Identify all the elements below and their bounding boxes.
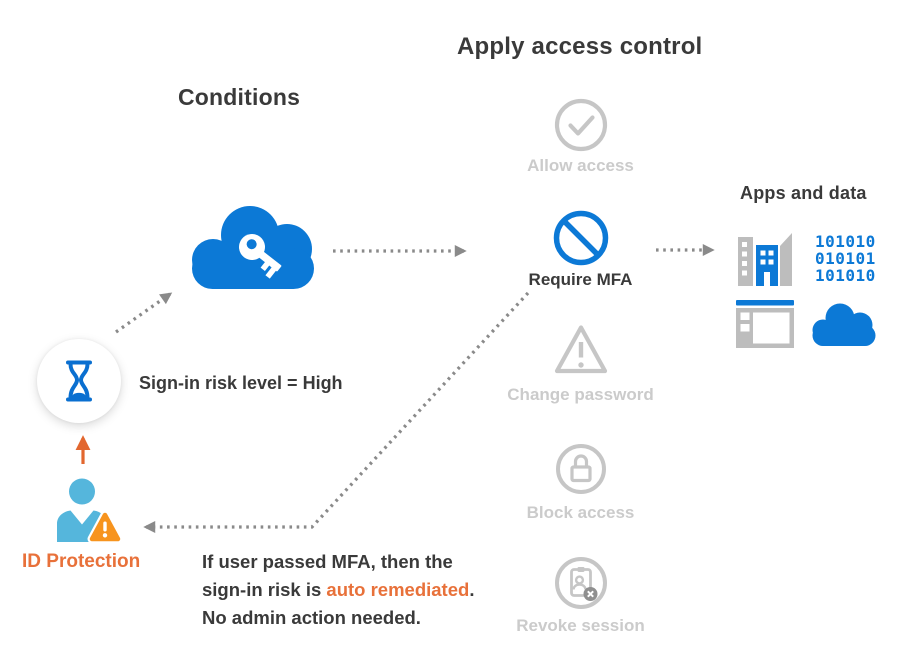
revoke-session-label: Revoke session (516, 616, 645, 635)
note-text: If user passed MFA, then the sign-in ris… (202, 548, 474, 632)
app-window-icon (736, 300, 794, 348)
binary-line: 101010 (815, 266, 876, 285)
cloud-icon (812, 303, 876, 346)
note-line-3: No admin action needed. (202, 607, 421, 628)
note-line-1: If user passed MFA, then the (202, 551, 453, 572)
require-mfa-label: Require MFA (528, 270, 633, 289)
hourglass-icon (66, 360, 92, 402)
apply-access-control-heading: Apply access control (457, 33, 703, 60)
binary-line: 101010 (815, 232, 876, 251)
person-warning-icon (57, 478, 123, 544)
revoke-session-icon (554, 557, 607, 609)
note-line-2-prefix: sign-in risk is (202, 579, 327, 600)
cloud-key-icon (192, 206, 314, 289)
warning-badge-icon (87, 510, 123, 544)
access-control-block-access: Block access (483, 443, 678, 523)
binary-line: 010101 (815, 249, 876, 268)
note-line-2-suffix: . (469, 579, 475, 600)
access-control-revoke-session: Revoke session (483, 556, 678, 636)
arrow-risk-to-cloud (115, 292, 173, 334)
arrow-mfa-to-id-protection (143, 291, 530, 533)
key-icon (239, 234, 282, 279)
access-control-allow-access: Allow access (483, 98, 678, 176)
apps-and-data-heading: Apps and data (740, 183, 867, 203)
check-circle-icon (554, 98, 607, 152)
note-line-2: sign-in risk is auto remediated. (202, 576, 474, 604)
lock-circle-icon (555, 444, 606, 494)
access-control-change-password: Change password (483, 323, 678, 405)
access-control-require-mfa: Require MFA (483, 210, 678, 290)
binary-code-icon: 101010 010101 101010 (815, 233, 876, 284)
allow-access-label: Allow access (527, 156, 634, 175)
id-protection-label: ID Protection (22, 551, 141, 572)
sign-in-risk-label: Sign-in risk level = High (139, 373, 343, 393)
warning-triangle-icon (554, 325, 607, 374)
note-highlight: auto remediated (326, 579, 470, 600)
block-circle-icon (553, 210, 608, 266)
block-access-label: Block access (526, 503, 635, 522)
buildings-icon (738, 233, 792, 286)
risk-circle (37, 339, 121, 423)
conditions-heading: Conditions (178, 84, 301, 110)
change-password-label: Change password (507, 385, 654, 404)
